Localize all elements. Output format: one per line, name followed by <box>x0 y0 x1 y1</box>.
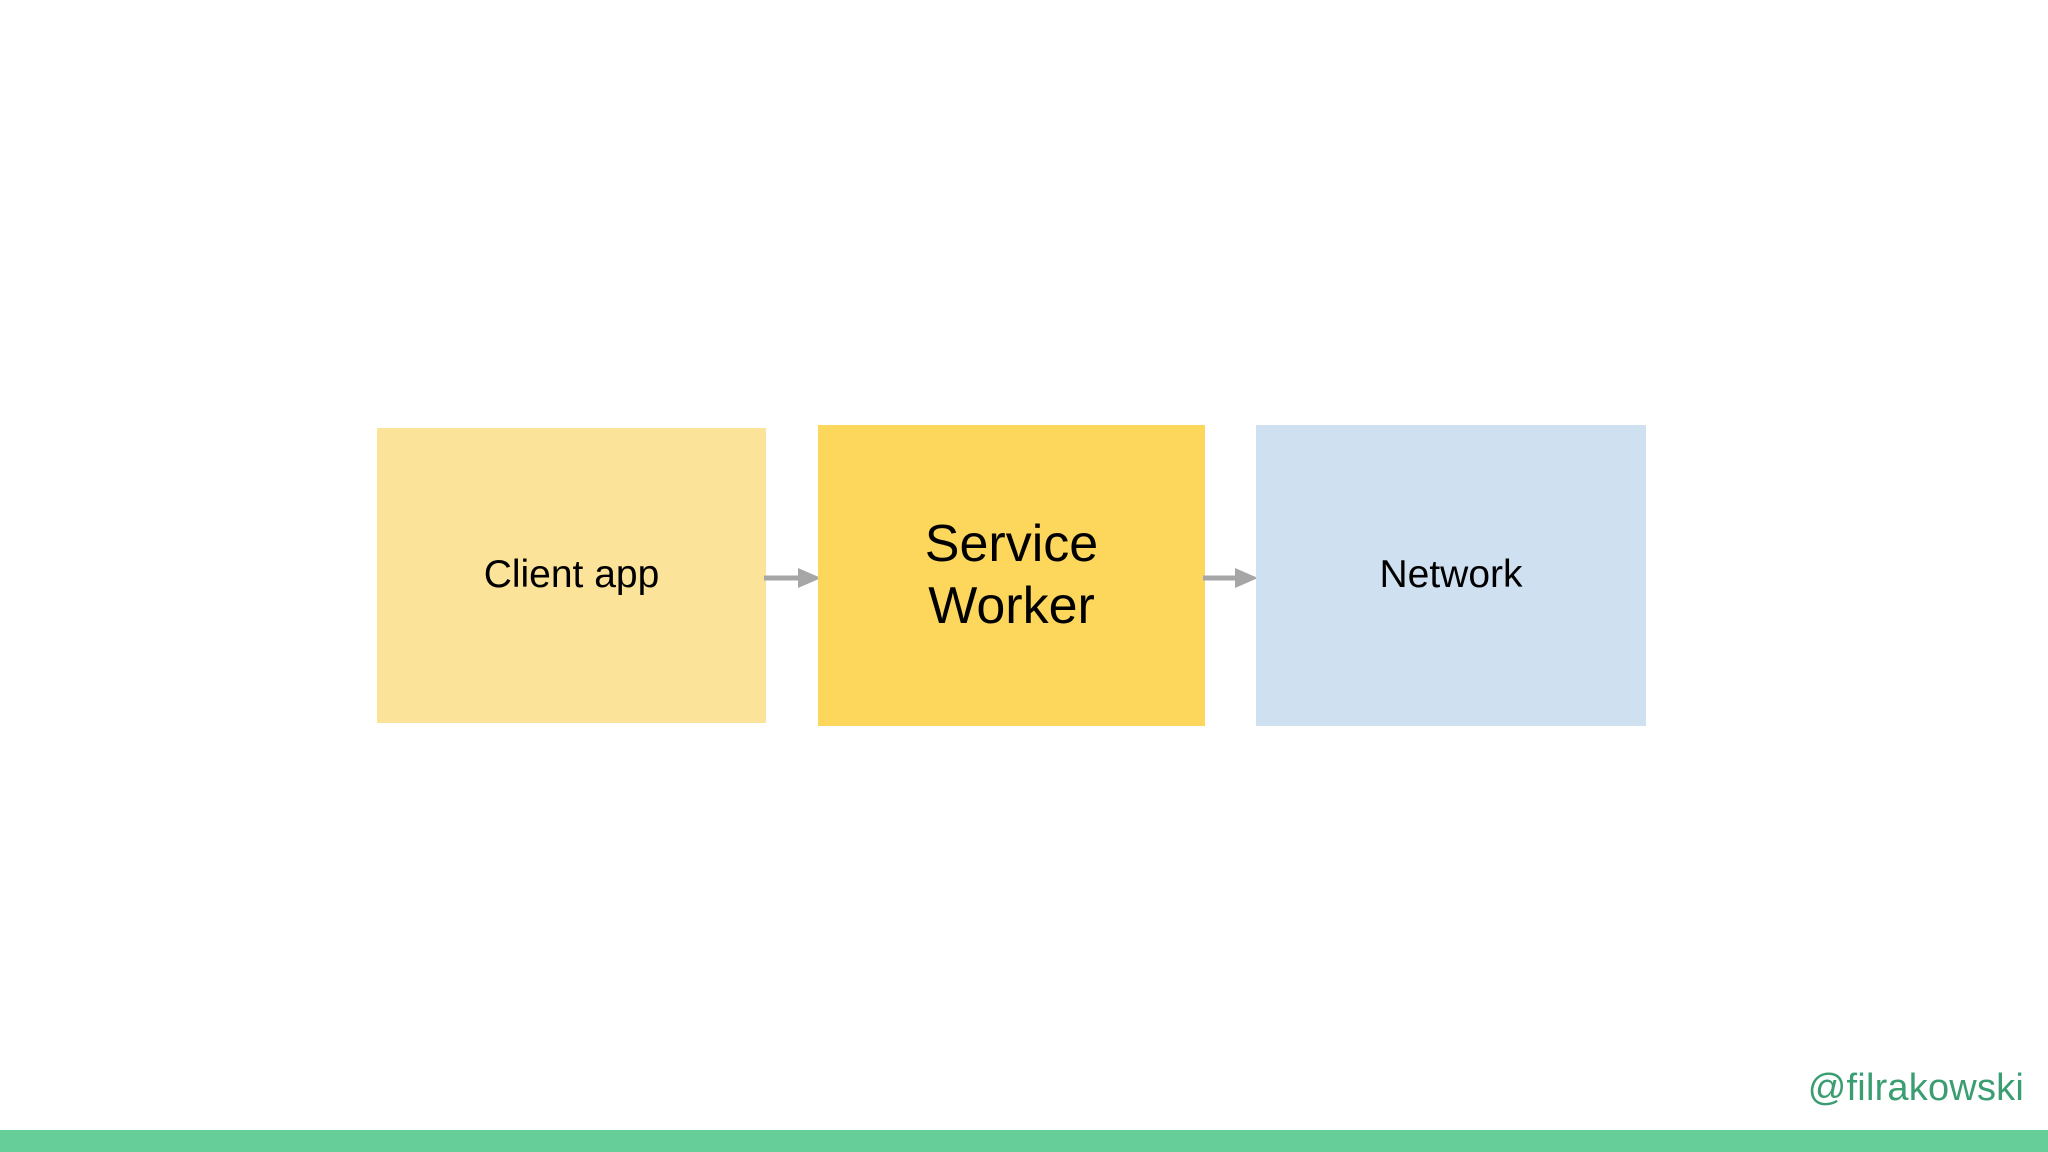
diagram-node-service-worker[interactable]: Service Worker <box>818 425 1205 726</box>
arrow-service-worker-to-network-icon <box>1203 564 1259 592</box>
diagram-node-client-app[interactable]: Client app <box>377 428 766 723</box>
arrow-client-to-service-worker-icon <box>764 564 822 592</box>
diagram-node-label: Client app <box>483 553 660 597</box>
author-handle-watermark: @filrakowski <box>1807 1067 2024 1109</box>
diagram-node-network[interactable]: Network <box>1256 425 1646 726</box>
diagram-node-label: Network <box>1379 553 1523 597</box>
diagram-node-label: Service Worker <box>924 515 1099 635</box>
footer-accent-bar <box>0 1130 2048 1152</box>
